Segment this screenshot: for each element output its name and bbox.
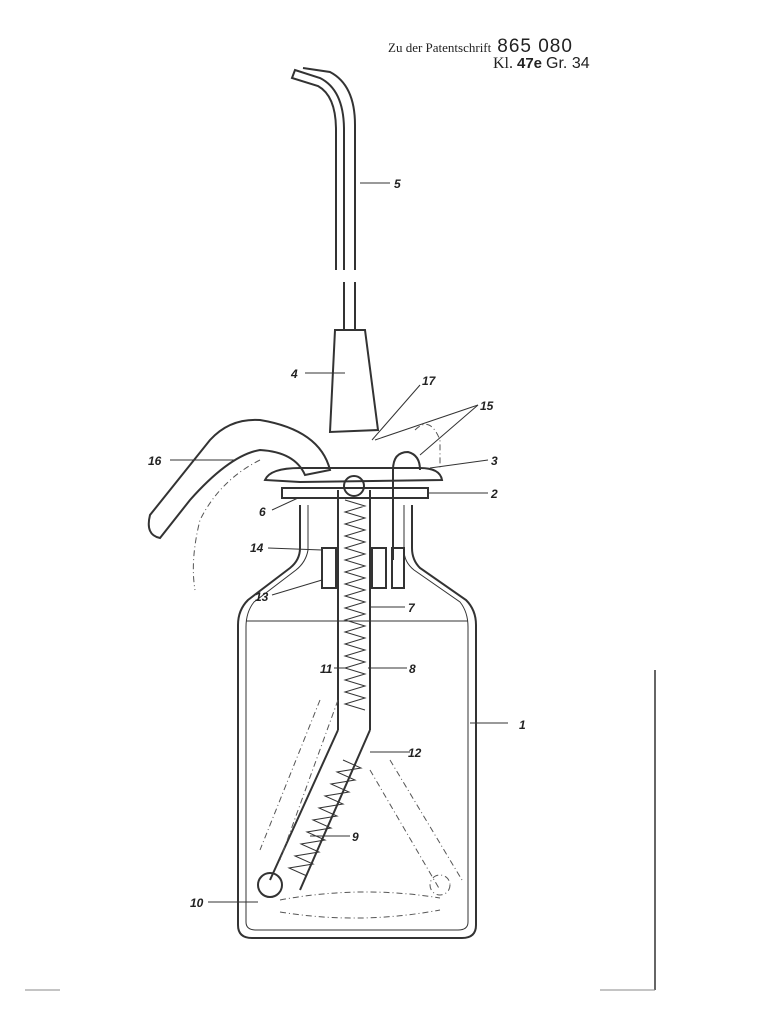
patent-reference: Zu der Patentschrift 865 080 [388, 36, 573, 58]
patent-number: 865 080 [497, 36, 573, 57]
bottle-body [237, 505, 477, 939]
vent-pipe [392, 450, 421, 560]
label-8: 8 [409, 662, 416, 676]
label-17: 17 [422, 374, 437, 388]
class-prefix: Kl. [493, 55, 513, 72]
label-11: 11 [320, 662, 333, 676]
valve-ball [343, 475, 365, 497]
cap [263, 467, 444, 484]
label-9: 9 [352, 830, 359, 844]
label-1: 1 [519, 718, 526, 732]
pump-spring [343, 499, 367, 711]
label-6: 6 [259, 505, 266, 519]
label-5: 5 [394, 177, 401, 191]
label-14: 14 [250, 541, 264, 555]
label-4: 4 [290, 367, 298, 381]
patent-class: Kl. 47e Gr. 34 [493, 55, 590, 73]
label-3: 3 [491, 454, 498, 468]
patent-prefix: Zu der Patentschrift [388, 40, 492, 55]
group-number: Gr. 34 [546, 55, 590, 72]
leader-lines [170, 182, 508, 903]
label-13: 13 [255, 590, 269, 604]
label-7: 7 [408, 601, 416, 615]
label-10: 10 [190, 896, 204, 910]
guide-block-left [321, 547, 337, 589]
label-2: 2 [490, 487, 498, 501]
label-15: 15 [480, 399, 494, 413]
weight-ball [257, 872, 283, 898]
label-16: 16 [148, 454, 162, 468]
trigger-lever [147, 418, 332, 540]
pump-cylinder [337, 490, 371, 730]
guide-block-right [371, 547, 387, 589]
spout-tube [290, 68, 345, 270]
label-12: 12 [408, 746, 422, 760]
spout-nozzle [328, 329, 380, 434]
class-number: 47e [517, 55, 543, 72]
